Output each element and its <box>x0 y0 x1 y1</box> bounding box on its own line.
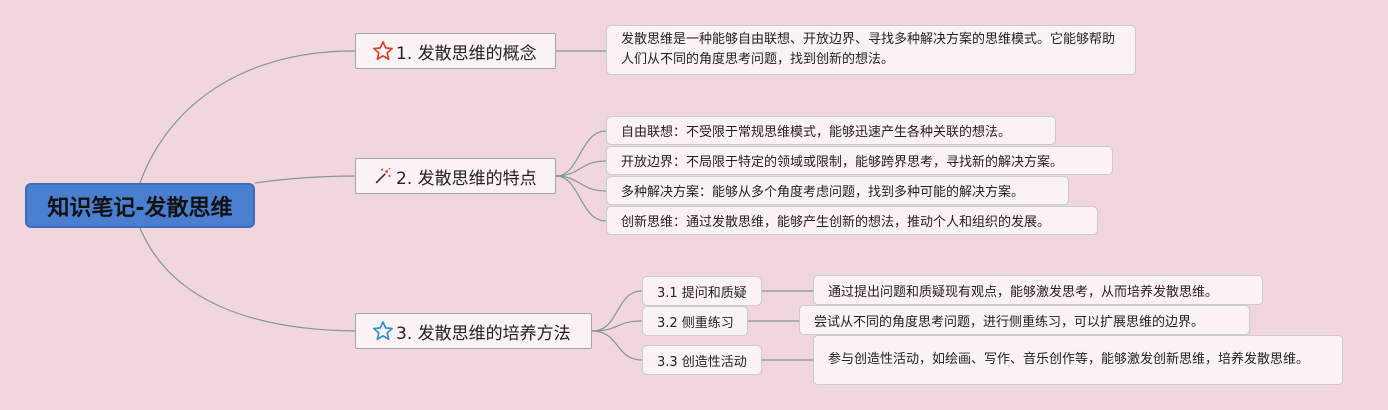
branch-2-label: 2. 发散思维的特点 <box>396 168 537 189</box>
link-b3-method-3 <box>591 330 643 361</box>
feature-item-2-text: 开放边界：不局限于特定的领域或限制，能够跨界思考，寻找新的解决方案。 <box>621 155 1064 170</box>
link-b2-item-4 <box>555 175 607 222</box>
feature-item-3[interactable]: 多种解决方案：能够从多个角度考虑问题，找到多种可能的解决方案。 <box>606 176 1069 205</box>
feature-item-2[interactable]: 开放边界：不局限于特定的领域或限制，能够跨界思考，寻找新的解决方案。 <box>606 146 1113 175</box>
link-b2-item-3 <box>555 175 607 192</box>
branch-1-description-text: 发散思维是一种能够自由联想、开放边界、寻找多种解决方案的思维模式。它能够帮助人们… <box>621 32 1116 67</box>
star-outline-icon <box>372 40 394 62</box>
branch-3-node[interactable]: 3. 发散思维的培养方法 <box>355 313 592 349</box>
link-b2-item-1 <box>555 130 607 177</box>
root-node[interactable]: 知识笔记-发散思维 <box>25 183 255 228</box>
link-b3-method-2 <box>591 320 643 332</box>
method-3-label: 3.3 创造性活动 <box>657 354 747 370</box>
feature-item-1[interactable]: 自由联想：不受限于常规思维模式，能够迅速产生各种关联的想法。 <box>606 116 1056 145</box>
method-node-2[interactable]: 3.2 侧重练习 <box>642 306 748 336</box>
feature-item-3-text: 多种解决方案：能够从多个角度考虑问题，找到多种可能的解决方案。 <box>621 185 1025 200</box>
link-b3-method-1 <box>591 290 643 332</box>
branch-2-node[interactable]: 2. 发散思维的特点 <box>355 158 556 194</box>
branch-1-node[interactable]: 1. 发散思维的概念 <box>355 33 556 69</box>
method-2-label: 3.2 侧重练习 <box>657 315 734 331</box>
link-b2-item-2 <box>555 160 607 177</box>
method-1-detail[interactable]: 通过提出问题和质疑现有观点，能够激发思考，从而培养发散思维。 <box>813 275 1263 305</box>
method-2-detail[interactable]: 尝试从不同的角度思考问题，进行侧重练习，可以扩展思维的边界。 <box>799 305 1250 335</box>
feature-item-4[interactable]: 创新思维：通过发散思维，能够产生创新的想法，推动个人和组织的发展。 <box>606 206 1098 235</box>
method-node-3[interactable]: 3.3 创造性活动 <box>642 345 762 375</box>
branch-3-label: 3. 发散思维的培养方法 <box>396 323 571 344</box>
method-1-detail-text: 通过提出问题和质疑现有观点，能够激发思考，从而培养发散思维。 <box>828 284 1219 300</box>
branch-1-description[interactable]: 发散思维是一种能够自由联想、开放边界、寻找多种解决方案的思维模式。它能够帮助人们… <box>606 25 1136 75</box>
link-root-branch-3 <box>139 227 357 332</box>
method-1-label: 3.1 提问和质疑 <box>657 285 747 301</box>
sparkle-wand-icon <box>372 165 394 187</box>
method-3-detail[interactable]: 参与创造性活动，如绘画、写作、音乐创作等，能够激发创新思维，培养发散思维。 <box>813 335 1343 385</box>
method-node-1[interactable]: 3.1 提问和质疑 <box>642 276 762 306</box>
method-3-detail-text: 参与创造性活动，如绘画、写作、音乐创作等，能够激发创新思维，培养发散思维。 <box>828 352 1310 367</box>
method-2-detail-text: 尝试从不同的角度思考问题，进行侧重练习，可以扩展思维的边界。 <box>814 314 1205 330</box>
feature-item-4-text: 创新思维：通过发散思维，能够产生创新的想法，推动个人和组织的发展。 <box>621 215 1051 230</box>
link-root-branch-1 <box>139 50 357 184</box>
feature-item-1-text: 自由联想：不受限于常规思维模式，能够迅速产生各种关联的想法。 <box>621 125 1012 140</box>
link-root-branch-2 <box>254 175 357 184</box>
root-title: 知识笔记-发散思维 <box>47 195 233 221</box>
branch-1-label: 1. 发散思维的概念 <box>396 43 537 64</box>
star-blue-icon <box>372 320 394 342</box>
